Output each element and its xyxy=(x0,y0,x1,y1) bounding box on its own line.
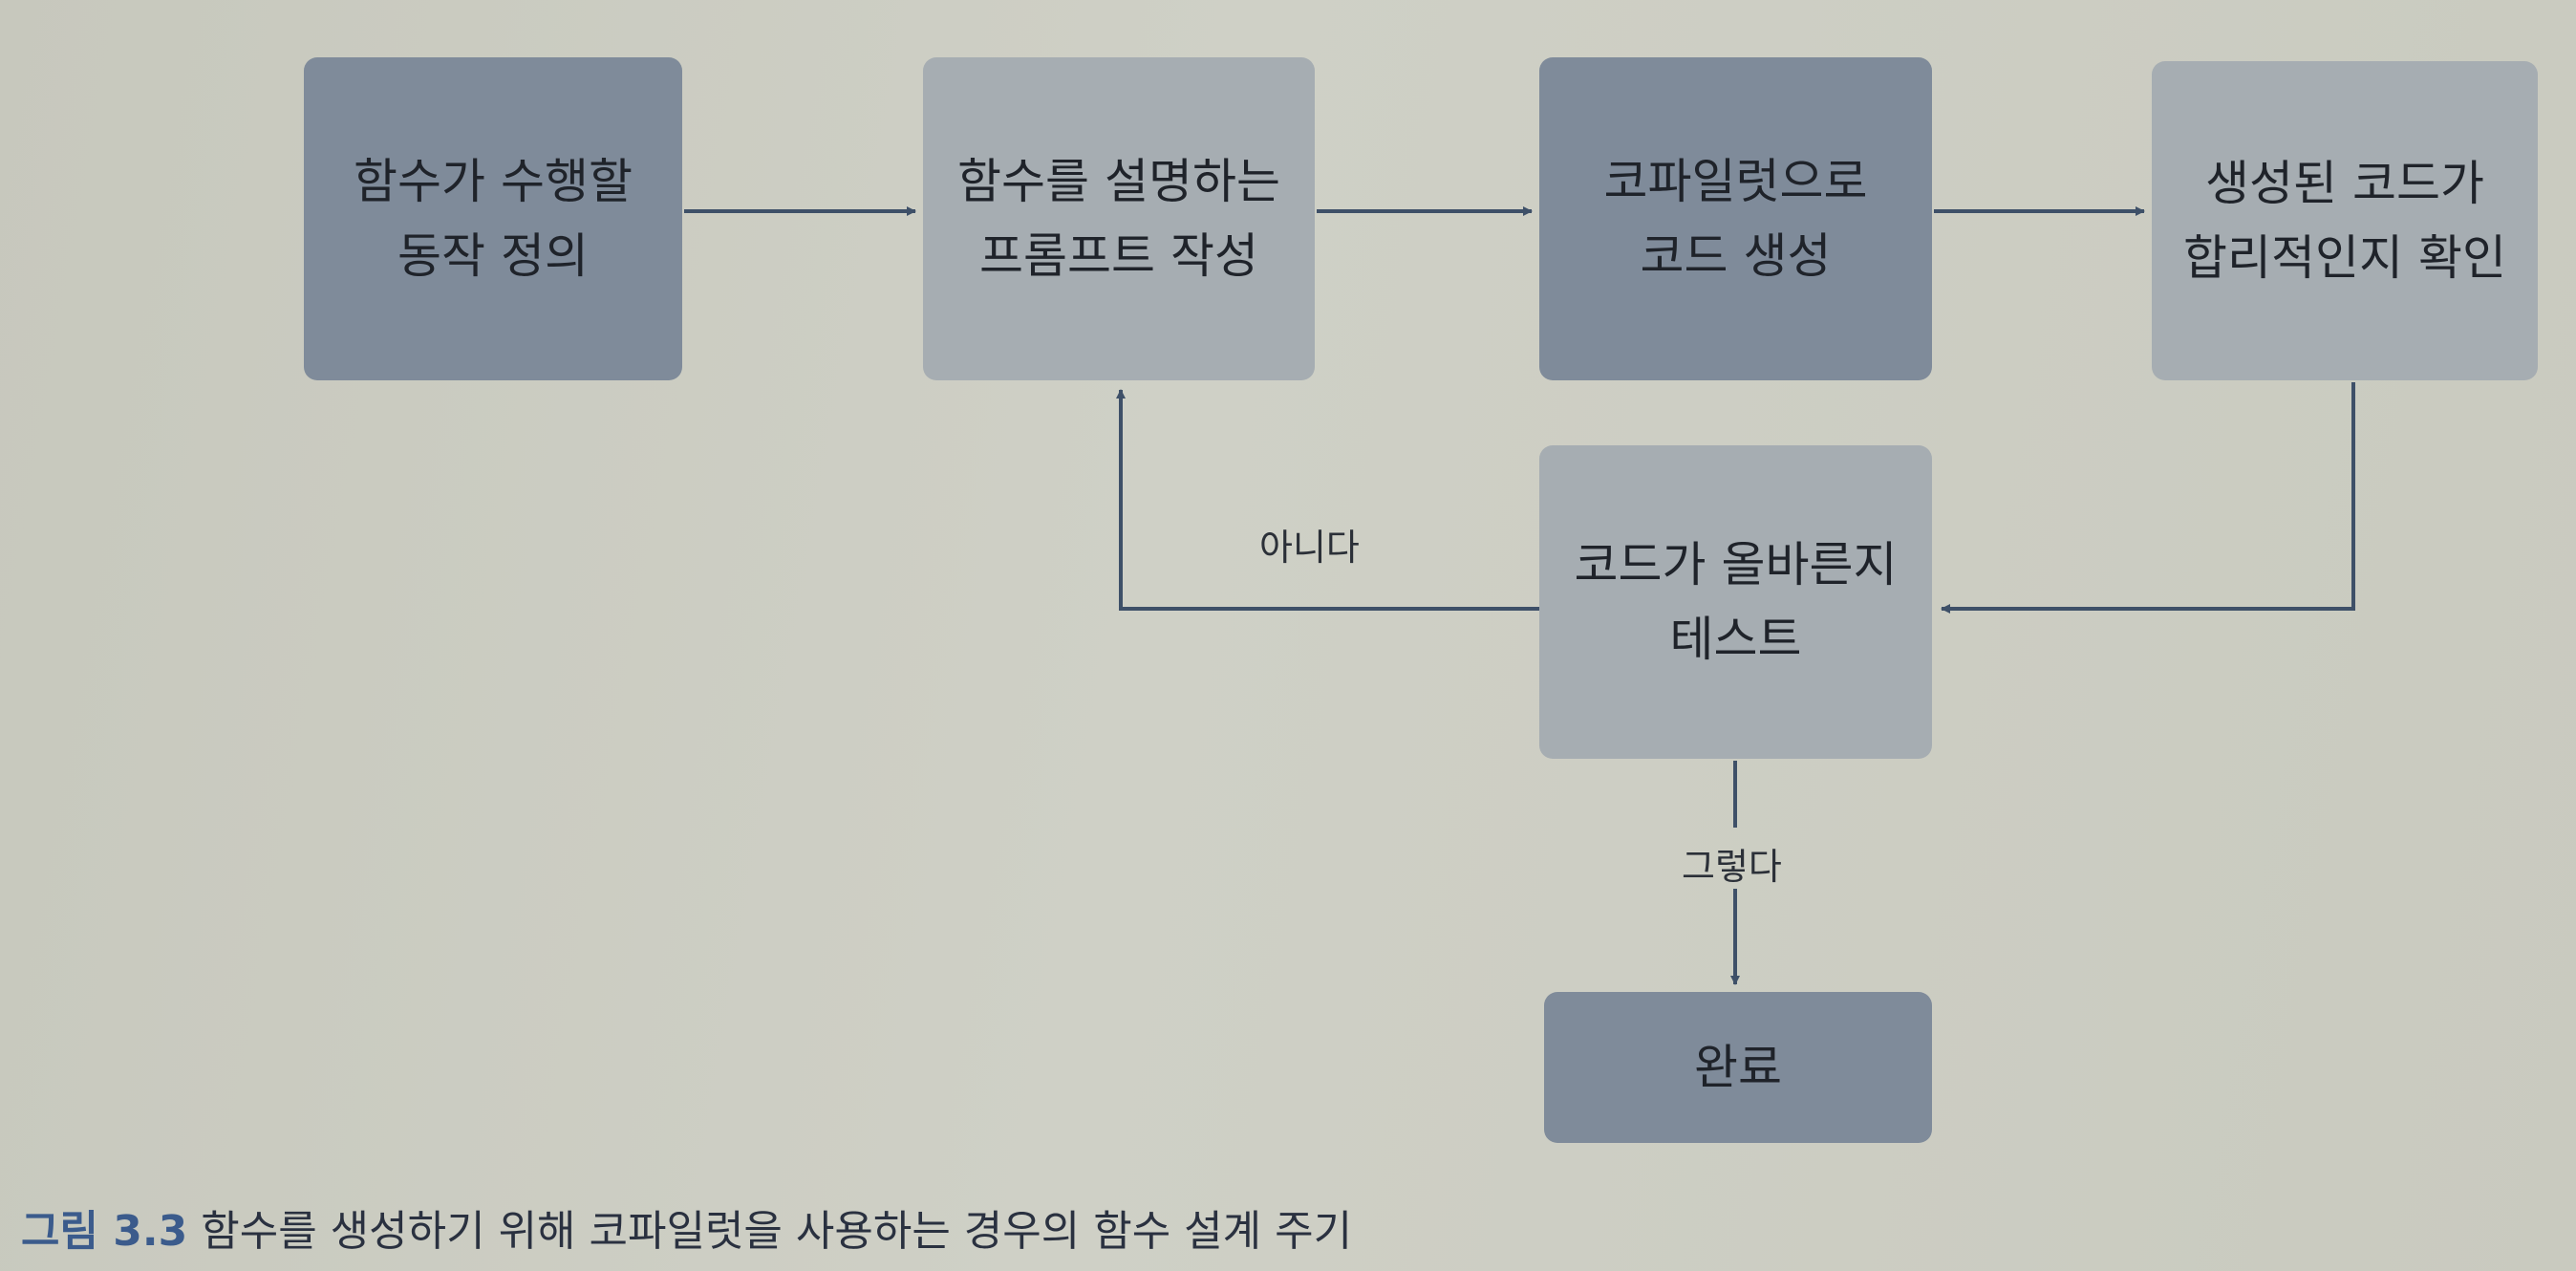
figure-caption: 그림 3.3 함수를 생성하기 위해 코파일럿을 사용하는 경우의 함수 설계 주… xyxy=(21,1196,1352,1258)
node-write-prompt: 함수를 설명하는 프롬프트 작성 xyxy=(923,57,1315,380)
node-done: 완료 xyxy=(1544,992,1932,1143)
figure-caption-text: 함수를 생성하기 위해 코파일럿을 사용하는 경우의 함수 설계 주기 xyxy=(201,1207,1353,1256)
node-test-code: 코드가 올바른지 테스트 xyxy=(1539,445,1932,759)
edge-label-yes: 그렇다 xyxy=(1682,846,1782,888)
edge-label-no: 아니다 xyxy=(1259,527,1360,569)
node-define-behavior: 함수가 수행할 동작 정의 xyxy=(304,57,682,380)
arrow-test-to-prompt-no xyxy=(1116,389,1539,611)
figure-number: 그림 3.3 xyxy=(21,1207,188,1256)
node-generate-code: 코파일럿으로 코드 생성 xyxy=(1539,57,1932,380)
arrow-review-to-test xyxy=(1941,382,2355,614)
node-review-code: 생성된 코드가 합리적인지 확인 xyxy=(2152,61,2538,380)
